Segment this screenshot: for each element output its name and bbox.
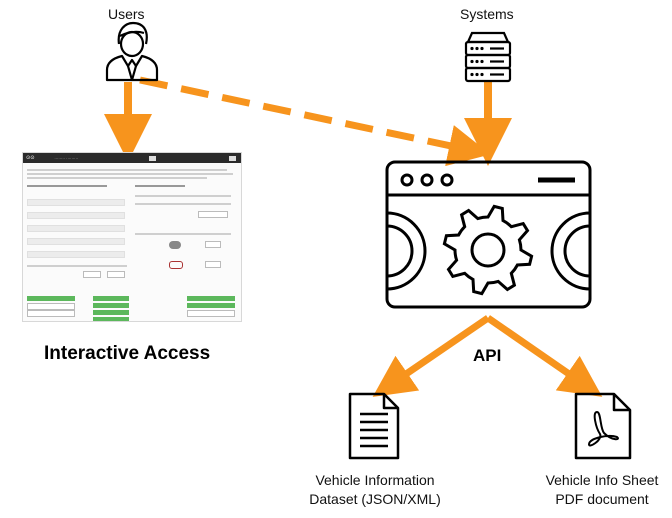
screenshot-green-button	[93, 303, 129, 308]
users-to-api-dashed-arrow	[139, 76, 491, 167]
screenshot-green-button	[93, 317, 129, 321]
pdf-icon	[574, 392, 632, 460]
screenshot-button	[27, 310, 75, 317]
screenshot-field	[27, 238, 125, 245]
screenshot-button	[198, 211, 228, 218]
screenshot-header: ⊙⊙ ········ ·········	[23, 153, 241, 163]
screenshot-green-button	[93, 310, 129, 315]
screenshot-button	[205, 241, 221, 248]
gear-icon	[442, 204, 534, 296]
screenshot-text-line	[27, 265, 127, 267]
screenshot-section-title	[135, 185, 185, 187]
screenshot-button	[83, 271, 101, 278]
server-icon	[464, 31, 512, 83]
users-label: Users	[108, 6, 145, 22]
screenshot-field	[27, 251, 125, 258]
screenshot-text-line	[135, 233, 231, 235]
screenshot-field	[27, 225, 125, 232]
screenshot-text-line	[135, 195, 231, 197]
dataset-label-line1: Vehicle Information	[315, 472, 435, 488]
screenshot-url-bar: ········ ·········	[54, 155, 79, 161]
api-label: API	[473, 346, 502, 365]
screenshot-field	[27, 212, 125, 219]
screenshot-text-line	[27, 177, 207, 179]
screenshot-text-line	[27, 173, 233, 175]
screenshot-text-line	[135, 203, 231, 205]
user-icon	[105, 21, 159, 82]
screenshot-green-button	[27, 296, 75, 301]
screenshot-button	[205, 261, 221, 268]
pdf-label-line2: PDF document	[555, 491, 649, 507]
browser-gear-icon	[385, 160, 592, 309]
interactive-access-label: Interactive Access	[44, 343, 211, 364]
interactive-access-screenshot: ⊙⊙ ········ ·········	[22, 152, 242, 322]
dataset-label-line2: Dataset (JSON/XML)	[309, 491, 441, 507]
screenshot-part-image	[169, 241, 181, 249]
screenshot-logo: ⊙⊙	[26, 155, 35, 161]
screenshot-green-button	[187, 303, 235, 308]
dataset-label: Vehicle Information Dataset (JSON/XML)	[304, 471, 446, 509]
screenshot-field	[27, 199, 125, 206]
document-icon	[348, 392, 400, 460]
systems-label: Systems	[460, 6, 514, 22]
screenshot-green-button	[93, 296, 129, 301]
screenshot-green-button	[187, 296, 235, 301]
pdf-label-line1: Vehicle Info Sheet	[545, 472, 659, 488]
screenshot-header-button	[149, 155, 157, 161]
screenshot-section-title	[27, 185, 107, 187]
screenshot-text-line	[27, 169, 227, 171]
screenshot-button	[27, 303, 75, 310]
screenshot-header-button	[229, 155, 236, 161]
screenshot-part-image	[169, 261, 183, 269]
screenshot-button	[187, 310, 235, 317]
screenshot-button	[107, 271, 125, 278]
api-to-pdf-arrow	[486, 315, 603, 397]
pdf-label: Vehicle Info Sheet PDF document	[538, 471, 666, 509]
api-to-dataset-arrow	[372, 315, 490, 397]
